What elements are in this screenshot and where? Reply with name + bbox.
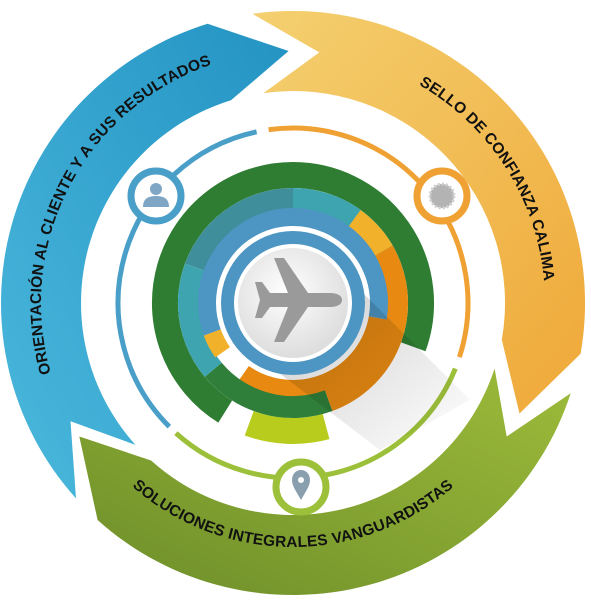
- airplane-icon: [255, 258, 342, 342]
- ring-arc-11: [198, 208, 294, 336]
- ring-arc-9: [244, 410, 330, 444]
- ring-arc-0: [151, 162, 294, 423]
- solutions-badge: [272, 458, 330, 516]
- ring-arc-10: [204, 362, 333, 418]
- user-icon: [143, 183, 169, 207]
- ring-arc-5: [347, 209, 393, 257]
- segment-band-trust-seal: [252, 10, 586, 414]
- seal-icon: [428, 182, 456, 210]
- ring-arc-8: [203, 329, 231, 358]
- trust-seal-badge: [413, 167, 471, 225]
- ring-arc-4: [178, 263, 222, 377]
- ring-arc-2: [184, 188, 294, 272]
- segment-band-solutions: [79, 368, 571, 595]
- connector-arc-customer: [115, 129, 258, 429]
- segment-band-customer: [1, 23, 289, 499]
- customer-badge: [127, 167, 185, 225]
- ring-arc-12: [292, 208, 388, 320]
- location-pin-icon: [292, 470, 310, 500]
- ring-arc-1: [292, 162, 435, 352]
